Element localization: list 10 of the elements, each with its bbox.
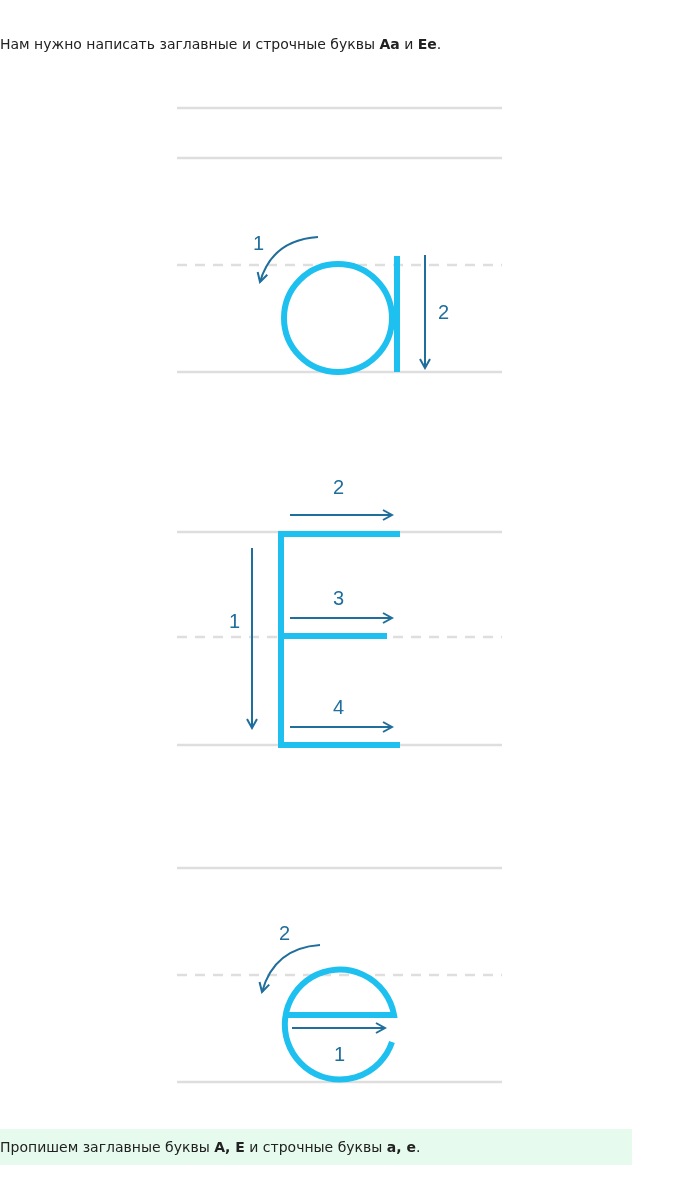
instruction-text: Пропишем заглавные буквы А, Е и строчные буквы а, е. [0,1138,421,1156]
stroke-number: 1 [334,1043,346,1065]
stroke-number: 2 [279,922,291,944]
stroke-number: 3 [333,587,345,609]
stroke-number: 1 [229,610,241,632]
instruction-text: Нам нужно написать заглавные и строчные буквы Аа и Ее. [0,35,442,53]
stroke-number: 4 [333,696,345,718]
stroke-number: 2 [333,476,345,498]
stroke-number: 2 [438,301,450,323]
stroke-number: 1 [253,232,265,254]
